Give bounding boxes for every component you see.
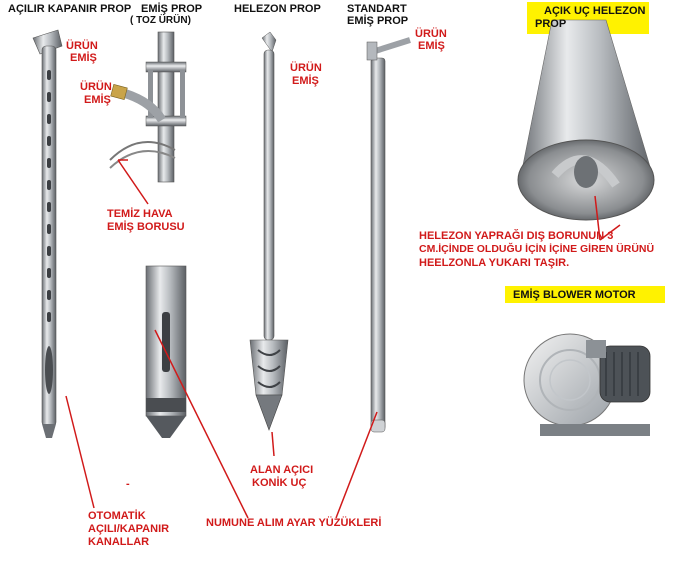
probe-slots	[47, 70, 51, 322]
label-otomatik-a: OTOMATİK	[88, 510, 146, 522]
label-urun-emis-4b: EMİŞ	[418, 40, 445, 52]
header-acilir-kapanir: AÇILIR KAPANIR PROP	[8, 3, 132, 15]
acilir-kapanir-probe	[32, 29, 63, 438]
label-alan-acici-a: ALAN AÇICI	[250, 464, 314, 476]
acik-uc-helezon	[517, 19, 655, 221]
header-blower: EMİŞ BLOWER MOTOR	[513, 289, 636, 301]
label-helezon-desc-1: HELEZON YAPRAĞI DIŞ BORUNUN 3	[419, 230, 614, 242]
label-urun-emis-4a: ÜRÜN	[415, 28, 447, 40]
label-helezon-desc-3: HEELZONLA YUKARI TAŞIR.	[419, 257, 570, 269]
numune-line-1	[154, 329, 249, 519]
label-urun-emis-1b: EMİŞ	[70, 52, 97, 64]
alan-acici-line	[271, 431, 275, 457]
numune-line-2	[335, 411, 378, 519]
leader-lines	[65, 159, 621, 519]
header-standart-line2: EMİŞ PROP	[347, 15, 409, 27]
helezon-line-1	[594, 195, 601, 241]
label-otomatik-c: KANALLAR	[88, 536, 150, 548]
label-urun-emis-3b: EMİŞ	[292, 75, 319, 87]
blower-motor	[523, 333, 651, 436]
header-emis-line2: ( TOZ ÜRÜN)	[130, 15, 191, 26]
label-temiz-hava-a: TEMİZ HAVA	[107, 208, 173, 220]
header-emis-line1: EMİŞ PROP	[141, 3, 203, 15]
label-helezon-desc-2: CM.İÇİNDE OLDUĞU İÇİN İÇİNE GİREN ÜRÜNÜ	[419, 243, 655, 255]
label-urun-emis-1a: ÜRÜN	[66, 40, 98, 52]
label-otomatik-b: AÇILI/KAPANIR	[88, 523, 170, 535]
otomatik-line	[65, 395, 95, 509]
header-helezon: HELEZON PROP	[234, 3, 321, 15]
blower-header-bg	[505, 286, 665, 303]
label-urun-emis-2a: ÜRÜN	[80, 81, 112, 93]
label-temiz-hava-b: EMİŞ BORUSU	[107, 221, 185, 233]
label-urun-emis-2b: EMİŞ	[84, 94, 111, 106]
emis-probe-lower	[145, 265, 187, 438]
label-dash: -	[126, 478, 130, 490]
helezon-probe	[249, 31, 289, 431]
probe-window	[45, 346, 53, 394]
emis-probe-upper	[109, 31, 187, 183]
probe-tip	[42, 424, 56, 438]
helezon-line-2	[599, 224, 621, 241]
header-standart-line1: STANDART	[347, 3, 407, 15]
header-acik-uc-line2: PROP	[535, 18, 567, 30]
header-acik-uc-line1: AÇIK UÇ HELEZON	[544, 5, 646, 17]
label-alan-acici-b: KONİK UÇ	[252, 477, 307, 489]
standart-probe	[366, 37, 411, 433]
label-numune: NUMUNE ALIM AYAR YÜZÜKLERİ	[206, 517, 382, 529]
temiz-hava-line	[117, 159, 149, 205]
label-urun-emis-3a: ÜRÜN	[290, 62, 322, 74]
